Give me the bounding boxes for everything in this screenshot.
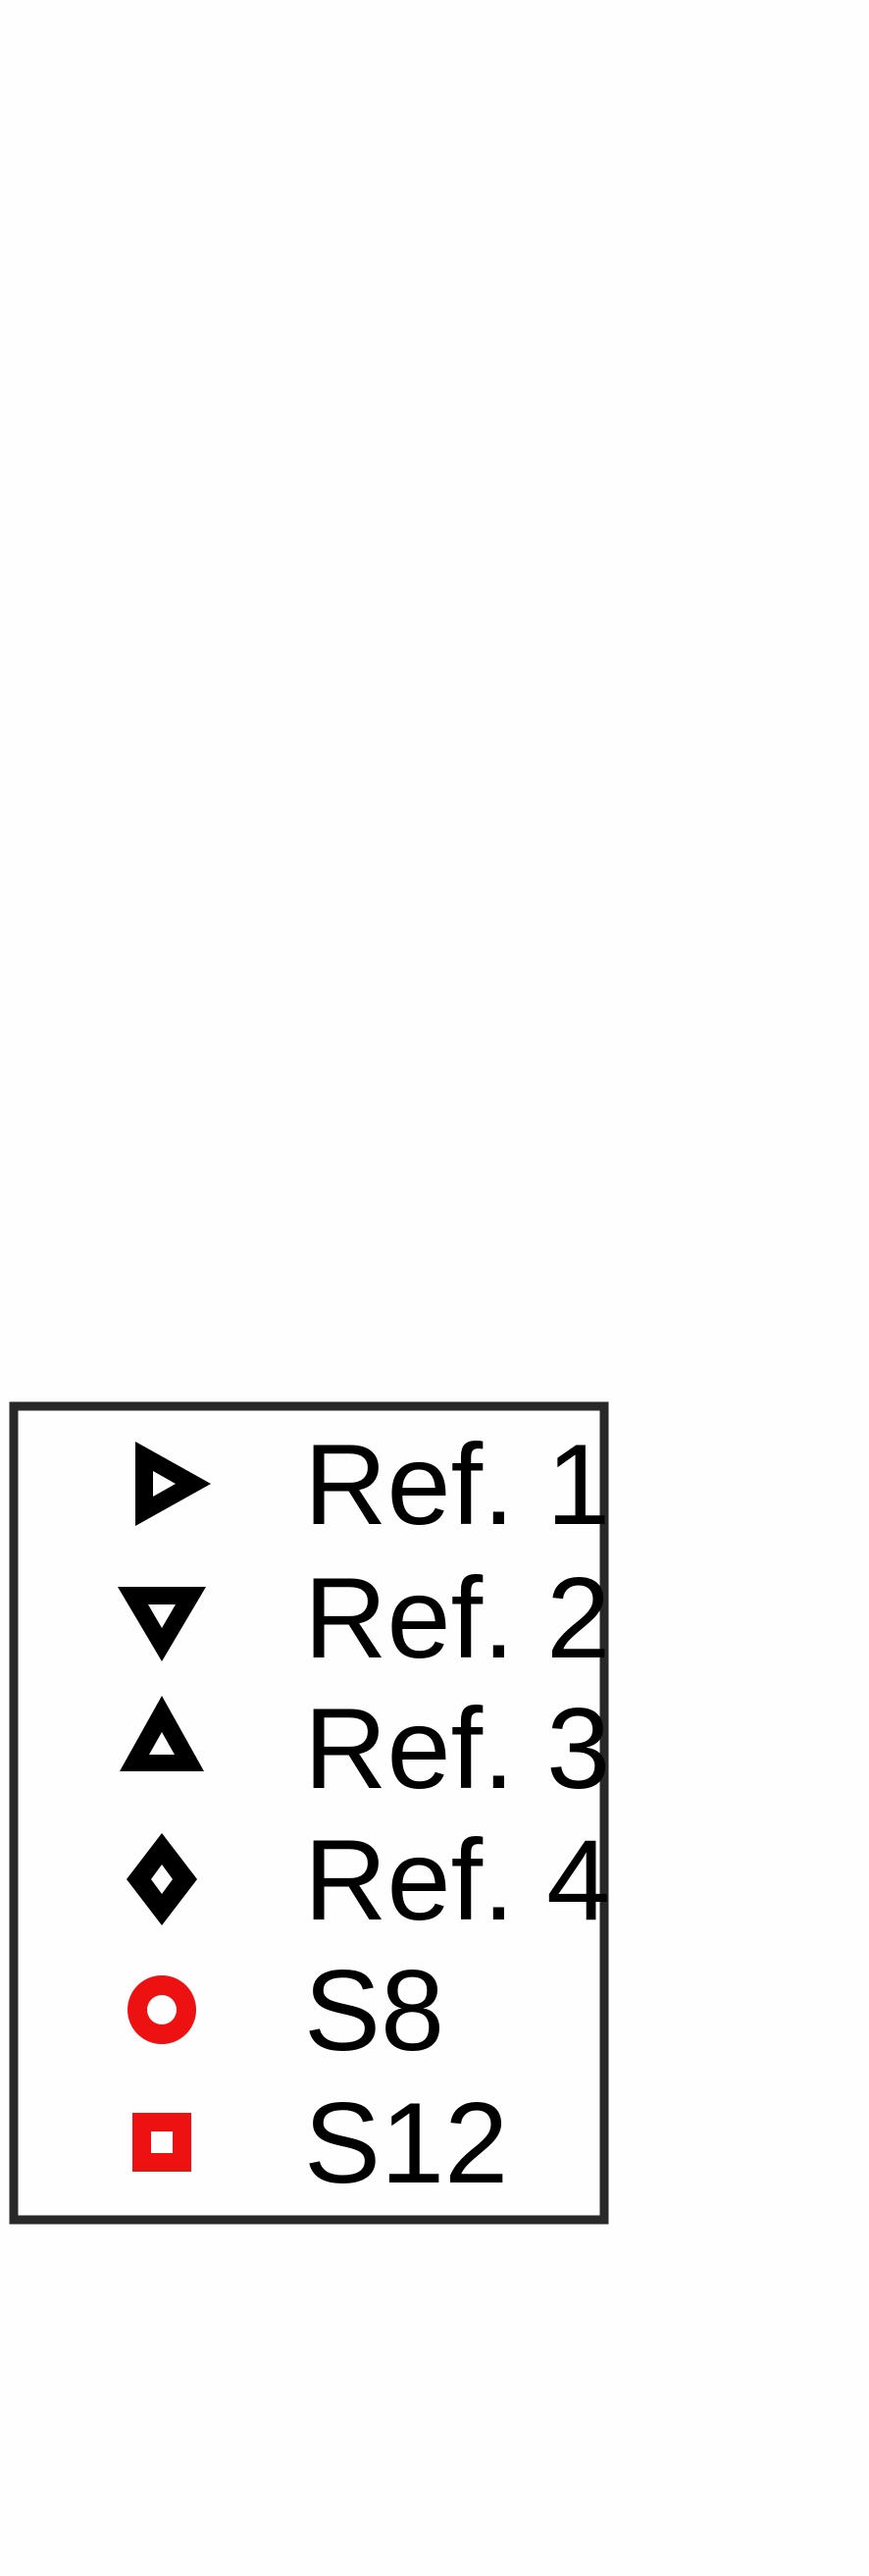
legend-label: Ref. 3 xyxy=(304,1684,610,1813)
legend-entry: S12 xyxy=(132,2078,508,2207)
legend-frame xyxy=(9,1401,609,2225)
legend-label: S8 xyxy=(304,1946,444,2075)
legend-entry: Ref. 1 xyxy=(135,1420,610,1549)
legend-entry: Ref. 2 xyxy=(118,1553,610,1682)
circle-marker-icon xyxy=(128,1975,196,2044)
triangle-up-marker-icon xyxy=(120,1696,204,1771)
legend-label: Ref. 2 xyxy=(304,1553,610,1682)
square-marker-icon xyxy=(132,2113,191,2172)
legend-entry: S8 xyxy=(128,1946,444,2075)
triangle-right-marker-icon xyxy=(135,1442,211,1526)
legend-entry: Ref. 4 xyxy=(127,1815,610,1944)
legend-label: S12 xyxy=(304,2078,508,2207)
legend-label: Ref. 1 xyxy=(304,1420,610,1549)
legend-entry: Ref. 3 xyxy=(120,1684,610,1813)
diamond-marker-icon xyxy=(127,1833,197,1925)
triangle-down-marker-icon xyxy=(118,1587,206,1661)
legend-label: Ref. 4 xyxy=(304,1815,610,1944)
